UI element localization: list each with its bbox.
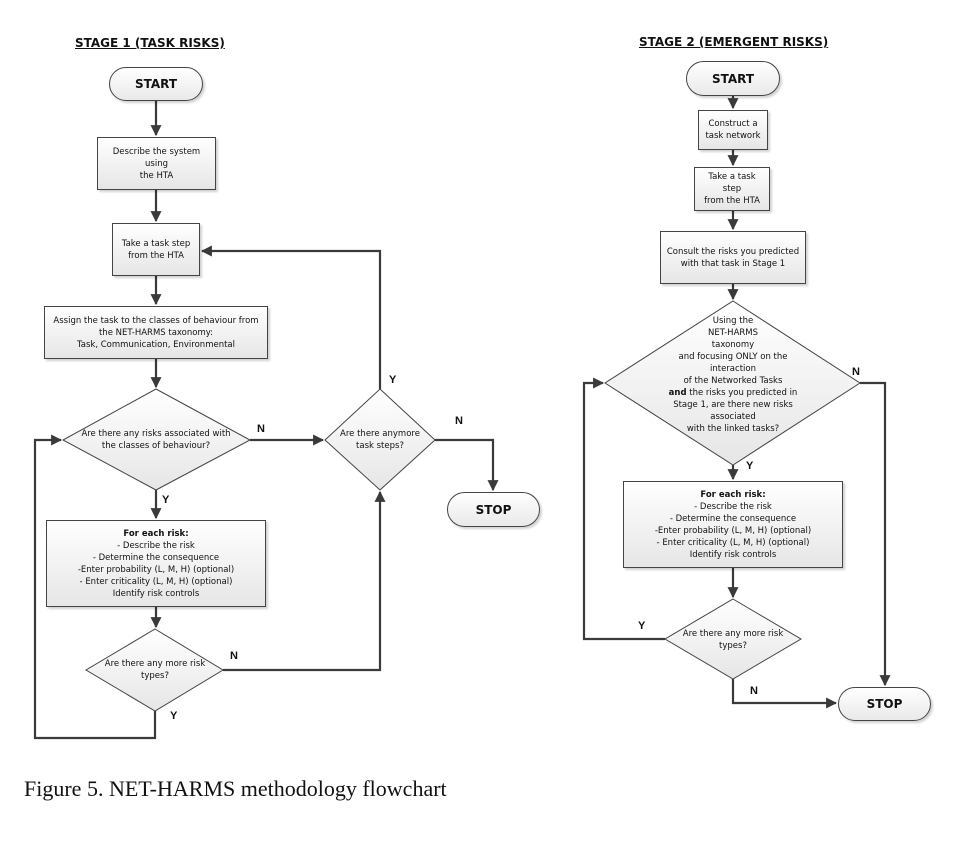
s2-arrow-types-no [731,679,838,709]
s2-stop-terminal: STOP [838,687,931,721]
s2-for-each-risk-box: For each risk: - Describe the risk - Det… [623,481,843,568]
s2-start-terminal: START [686,61,780,96]
s2-arrow-types-yes-loop [582,377,665,641]
s1-decision-types-text: Are there any more risk types? [104,659,206,681]
s1-take-task-step-box: Take a task step from the HTA [112,223,200,276]
s2-consult-risks-box: Consult the risks you predicted with tha… [660,231,806,284]
s1-decision-risks-shape [61,388,252,491]
s2-decision-types-text: Are there any more risk types? [682,629,784,651]
s1-stop-terminal: STOP [447,492,540,527]
stage2-title: STAGE 2 (EMERGENT RISKS) [639,35,829,49]
s1-decision-risks-text: Are there any risks associated with the … [81,429,231,451]
s2-decision-new-risks-shape [604,300,861,466]
s1-assign-task-box: Assign the task to the classes of behavi… [44,306,268,359]
s2-take-task-step-box: Take a task step from the HTA [694,167,770,211]
s2-label-types-yes: Y [638,620,646,632]
s1-for-each-risk-heading: For each risk: [123,528,189,539]
s1-decision-steps-text: Are there anymore task steps? [340,429,420,451]
s2-decision-new-risks-text-b: the risks you predicted in Stage 1, are … [673,388,798,434]
s1-label-risks-no: N [257,423,265,435]
s1-arrow-types-yes-loop [33,434,157,740]
s1-label-types-yes: Y [170,710,178,722]
s1-label-types-no: N [230,650,238,662]
s1-arrow-types-no [223,490,386,672]
s2-for-each-risk-steps: - Describe the risk - Determine the cons… [654,501,812,560]
s1-for-each-risk-box: For each risk: - Describe the risk - Det… [46,520,266,607]
s2-decision-new-risks-text-a: Using the NET-HARMS taxonomy and focusin… [678,316,788,386]
s2-construct-network-box: Construct a task network [698,110,768,150]
stage1-title: STAGE 1 (TASK RISKS) [75,36,225,50]
s1-arrow-steps-no [435,438,499,492]
s1-label-steps-no: N [455,415,463,427]
s1-decision-steps-shape [324,388,436,491]
s2-decision-new-risks-text: Using the NET-HARMS taxonomy and focusin… [650,313,816,445]
s2-label-new-no: N [852,366,860,378]
s1-for-each-risk-steps: - Describe the risk - Determine the cons… [77,540,235,599]
s2-for-each-risk-heading: For each risk: [700,489,766,500]
s1-decision-types-shape [85,628,224,712]
s1-describe-system-box: Describe the system using the HTA [97,137,216,190]
s1-label-steps-yes: Y [389,374,397,386]
s2-decision-new-risks-text-bold: and [668,388,687,398]
s1-start-terminal: START [109,67,203,101]
s2-label-new-yes: Y [746,460,754,472]
s2-arrow-new-no [860,381,891,687]
figure-caption: Figure 5. NET-HARMS methodology flowchar… [24,776,447,801]
s2-decision-types-shape [664,598,802,680]
s1-label-risks-yes: Y [162,494,170,506]
s1-arrow-steps-yes-loop [200,245,382,389]
s2-label-types-no: N [750,685,758,697]
